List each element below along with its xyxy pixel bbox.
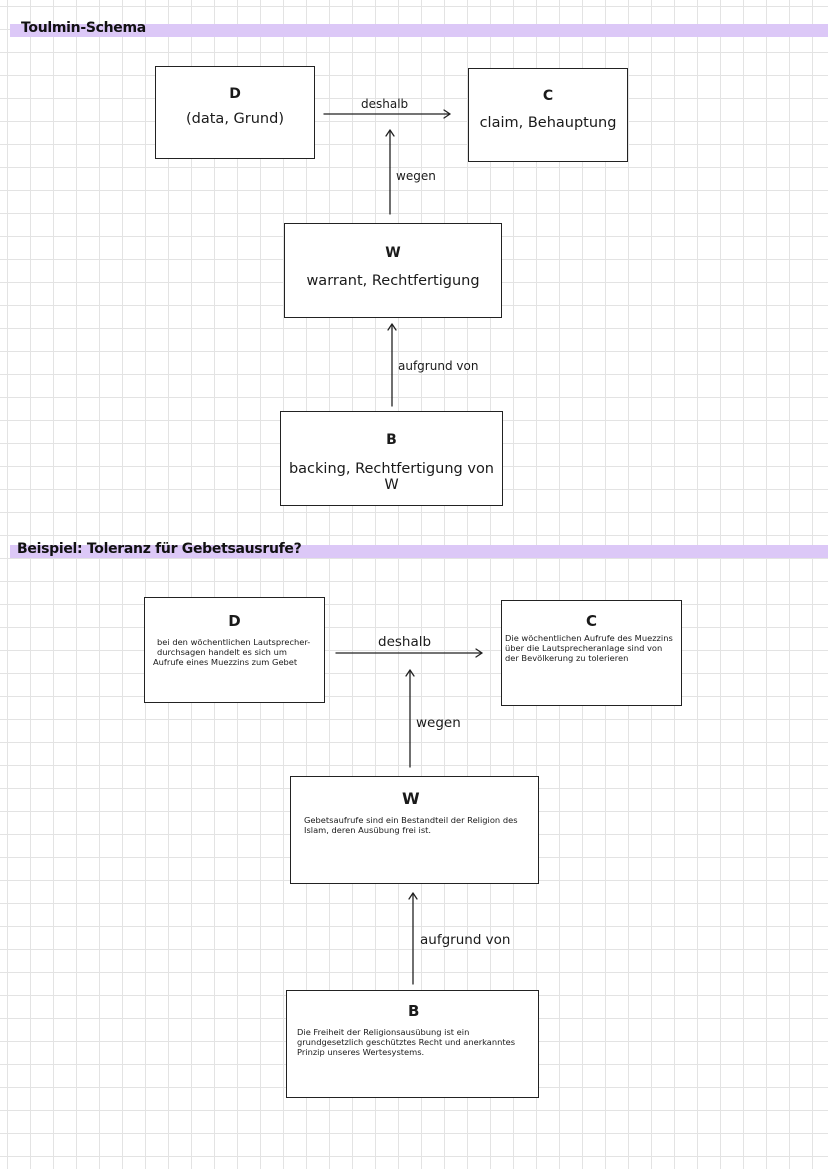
example-box-backing-line-2: grundgesetzlich geschütztes Recht und an… [297, 1037, 516, 1047]
example-arrow-data-to-claim [335, 648, 483, 658]
example-box-data-line-2: durchsagen handelt es sich um [157, 647, 287, 657]
box-backing-title: B [386, 432, 397, 448]
example-arrow-warrant-to-claim [405, 669, 415, 768]
arrow-label-wegen: wegen [396, 169, 436, 183]
section-heading-toulmin: Toulmin-Schema [21, 20, 146, 36]
box-claim-title: C [542, 88, 554, 104]
section-heading-beispiel: Beispiel: Toleranz für Gebetsausrufe? [17, 541, 302, 557]
example-box-claim-text: Die wöchentlichen Aufrufe des Muezzins ü… [505, 633, 679, 663]
example-box-warrant-title: W [402, 789, 420, 808]
arrow-label-aufgrund: aufgrund von [398, 359, 479, 373]
example-box-warrant-line-2: Islam, deren Ausübung frei ist. [304, 825, 432, 835]
arrow-backing-to-warrant [387, 323, 397, 407]
box-claim: C claim, Behauptung [468, 68, 628, 162]
example-box-data: D bei den wöchentlichen Lautsprecher- du… [144, 597, 325, 703]
example-box-data-text: bei den wöchentlichen Lautsprecher- durc… [153, 637, 318, 667]
arrow-warrant-to-claim [385, 129, 395, 215]
example-box-claim: C Die wöchentlichen Aufrufe des Muezzins… [501, 600, 682, 706]
example-arrow-label-deshalb: deshalb [378, 634, 432, 650]
example-box-backing: B Die Freiheit der Religionsausübung ist… [286, 990, 539, 1098]
example-box-backing-line-1: Die Freiheit der Religionsausübung ist e… [297, 1027, 470, 1037]
box-warrant: W warrant, Rechtfertigung [284, 223, 502, 318]
box-warrant-text: warrant, Rechtfertigung [306, 273, 480, 289]
example-arrow-backing-to-warrant [408, 892, 418, 985]
arrow-data-to-claim [323, 109, 451, 119]
example-box-backing-text: Die Freiheit der Religionsausübung ist e… [297, 1027, 534, 1057]
example-box-data-title: D [228, 612, 241, 630]
box-data-title: D [229, 86, 241, 102]
example-box-claim-line-2: über die Lautsprecheranlage sind von [505, 643, 663, 653]
example-box-warrant: W Gebetsaufrufe sind ein Bestandteil der… [290, 776, 539, 884]
box-warrant-title: W [385, 245, 401, 261]
example-arrow-label-aufgrund: aufgrund von [420, 932, 511, 948]
example-box-backing-line-3: Prinzip unseres Wertesystems. [297, 1047, 425, 1057]
example-box-claim-line-3: der Bevölkerung zu tolerieren [505, 653, 629, 663]
box-backing: B backing, Rechtfertigung von W [280, 411, 503, 506]
example-arrow-label-wegen: wegen [416, 715, 461, 731]
example-box-data-line-1: bei den wöchentlichen Lautsprecher- [157, 637, 311, 647]
example-box-data-line-3: Aufrufe eines Muezzins zum Gebet [153, 657, 298, 667]
example-box-backing-title: B [408, 1002, 420, 1020]
box-data-text: (data, Grund) [186, 111, 284, 127]
example-box-claim-line-1: Die wöchentlichen Aufrufe des Muezzins [505, 633, 673, 643]
heading-highlight-2 [10, 545, 828, 558]
example-box-warrant-text: Gebetsaufrufe sind ein Bestandteil der R… [304, 815, 534, 835]
example-box-claim-title: C [585, 612, 597, 630]
box-claim-text: claim, Behauptung [479, 115, 617, 131]
box-data: D (data, Grund) [155, 66, 315, 159]
example-box-warrant-line-1: Gebetsaufrufe sind ein Bestandteil der R… [304, 815, 518, 825]
arrow-label-deshalb: deshalb [361, 97, 409, 111]
box-backing-text: backing, Rechtfertigung von W [288, 461, 495, 493]
heading-highlight-1 [10, 24, 828, 37]
